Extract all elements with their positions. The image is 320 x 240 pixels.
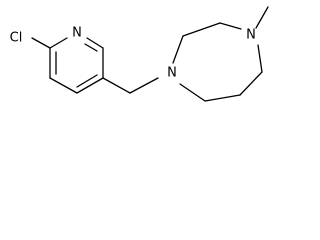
bond-ce-n1	[179, 83, 206, 102]
bond-c5-c4-inner	[76, 74, 98, 88]
chemical-structure: Cl N N N	[10, 6, 269, 102]
diazepane-ring	[172, 22, 263, 102]
bond-ca-cb	[182, 22, 221, 37]
atom-label-ring-nitrogen-benzyl: N	[167, 66, 177, 81]
bond-c2-n1	[49, 37, 68, 49]
bond-cc-cd	[239, 71, 263, 96]
bond-n4-methyl	[255, 6, 269, 29]
bond-cb-n4	[219, 22, 242, 30]
atom-label-pyridine-nitrogen: N	[72, 26, 82, 41]
bond-cd-ce	[204, 94, 241, 102]
bond-c2-cl	[31, 37, 51, 49]
bond-n4-cc	[257, 44, 263, 73]
bond-ch2-n	[129, 77, 159, 94]
pyridine-ring	[49, 37, 104, 94]
bond-n1-c6	[86, 37, 104, 49]
bond-c5-ch2	[102, 77, 131, 94]
bond-n1-c6-inner	[84, 43, 98, 52]
bond-n1-ca	[172, 35, 184, 64]
atom-label-chlorine: Cl	[10, 31, 23, 46]
bond-c4-c3	[49, 77, 78, 94]
atom-label-ring-nitrogen-methyl: N	[246, 28, 256, 43]
bond-c5-c4	[76, 77, 104, 94]
